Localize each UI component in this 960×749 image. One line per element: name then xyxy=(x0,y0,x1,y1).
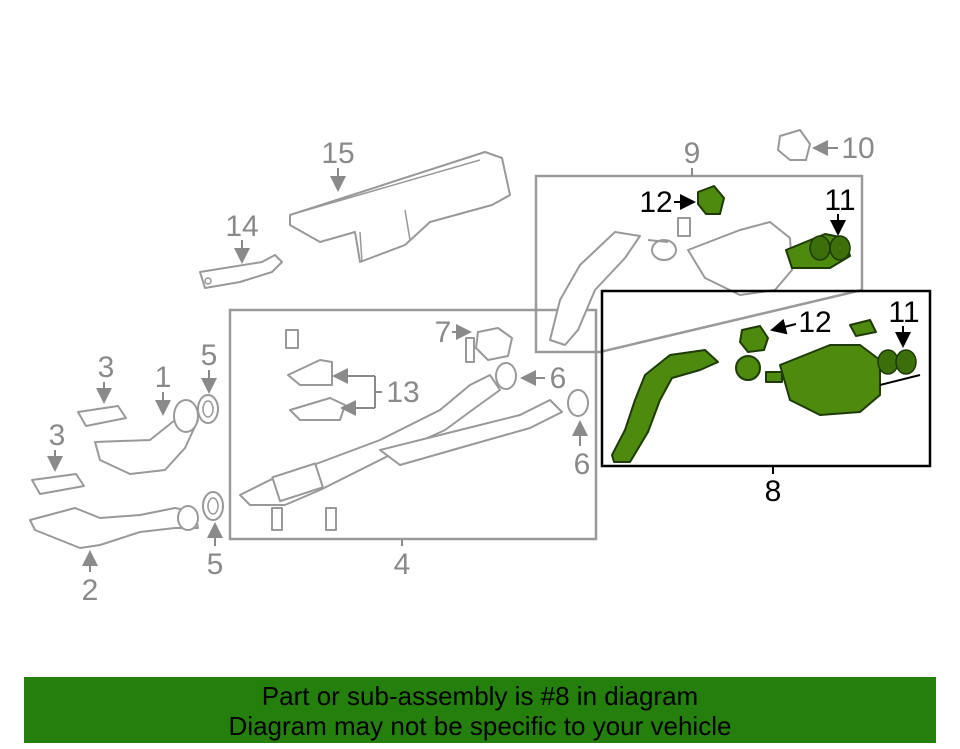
exhaust-tip-part-11-upper[interactable] xyxy=(785,233,851,269)
callout-11-lower: 11 xyxy=(888,296,919,329)
callout-10: 10 xyxy=(841,132,874,165)
seal-ring-part-5-lower[interactable] xyxy=(202,491,224,521)
exhaust-pipe-part-1[interactable] xyxy=(94,399,199,475)
hanger-part-13-upper[interactable] xyxy=(287,359,333,386)
gasket-part-3-lower[interactable] xyxy=(31,473,85,495)
clamp-part-6-lower[interactable] xyxy=(567,389,589,417)
bracket-part-14[interactable] xyxy=(199,254,283,289)
callout-2: 2 xyxy=(82,574,99,607)
callout-12-upper: 12 xyxy=(639,186,672,219)
bolt-part-8[interactable] xyxy=(849,319,877,337)
callout-6-lower: 6 xyxy=(574,448,591,481)
gasket-part-3-upper[interactable] xyxy=(77,405,127,427)
isolator-part-10[interactable] xyxy=(777,129,811,161)
callout-9: 9 xyxy=(684,137,701,170)
seal-ring-part-5-upper[interactable] xyxy=(197,394,219,424)
center-pipe-part-4[interactable] xyxy=(239,374,563,506)
hanger-part-13-lower[interactable] xyxy=(289,397,346,421)
callout-3-lower: 3 xyxy=(49,419,66,452)
heat-shield-part-15[interactable] xyxy=(289,151,511,263)
callout-12-lower: 12 xyxy=(798,306,831,339)
notice-line-2: Diagram may not be specific to your vehi… xyxy=(228,711,732,741)
callout-5-upper: 5 xyxy=(201,339,218,372)
bolt-part-4-right[interactable] xyxy=(325,507,337,531)
callout-4: 4 xyxy=(394,548,411,581)
isolator-part-7[interactable] xyxy=(465,327,513,363)
leader-lines-black xyxy=(674,194,911,474)
clamp-part-6-upper[interactable] xyxy=(495,362,517,390)
callout-6-upper: 6 xyxy=(550,362,567,395)
callout-3-upper: 3 xyxy=(98,351,115,384)
clip-part-12-lower[interactable] xyxy=(739,325,769,353)
callout-14: 14 xyxy=(225,210,258,243)
assembly-box-part-4 xyxy=(228,308,598,541)
bolt-part-4-left[interactable] xyxy=(271,507,283,531)
callout-1: 1 xyxy=(155,361,172,394)
callout-13: 13 xyxy=(386,376,419,409)
callout-8: 8 xyxy=(765,475,782,508)
clip-part-12-upper[interactable] xyxy=(697,185,725,215)
callout-7: 7 xyxy=(435,316,452,349)
assembly-box-part-8 xyxy=(600,289,932,468)
bolt-part-4-top[interactable] xyxy=(285,329,299,349)
exhaust-pipe-part-2[interactable] xyxy=(29,505,199,549)
muffler-part-9[interactable] xyxy=(549,221,793,346)
leader-lines-gray xyxy=(47,140,838,572)
muffler-assembly-part-8[interactable] xyxy=(611,344,921,463)
notice-banner: Part or sub-assembly is #8 in diagram Di… xyxy=(24,677,936,743)
notice-line-1: Part or sub-assembly is #8 in diagram xyxy=(261,681,699,711)
callout-15: 15 xyxy=(321,137,354,170)
assembly-box-part-9 xyxy=(534,174,864,354)
bolt-part-9[interactable] xyxy=(677,217,691,237)
callout-5-lower: 5 xyxy=(207,548,224,581)
callout-11-upper: 11 xyxy=(824,184,855,217)
